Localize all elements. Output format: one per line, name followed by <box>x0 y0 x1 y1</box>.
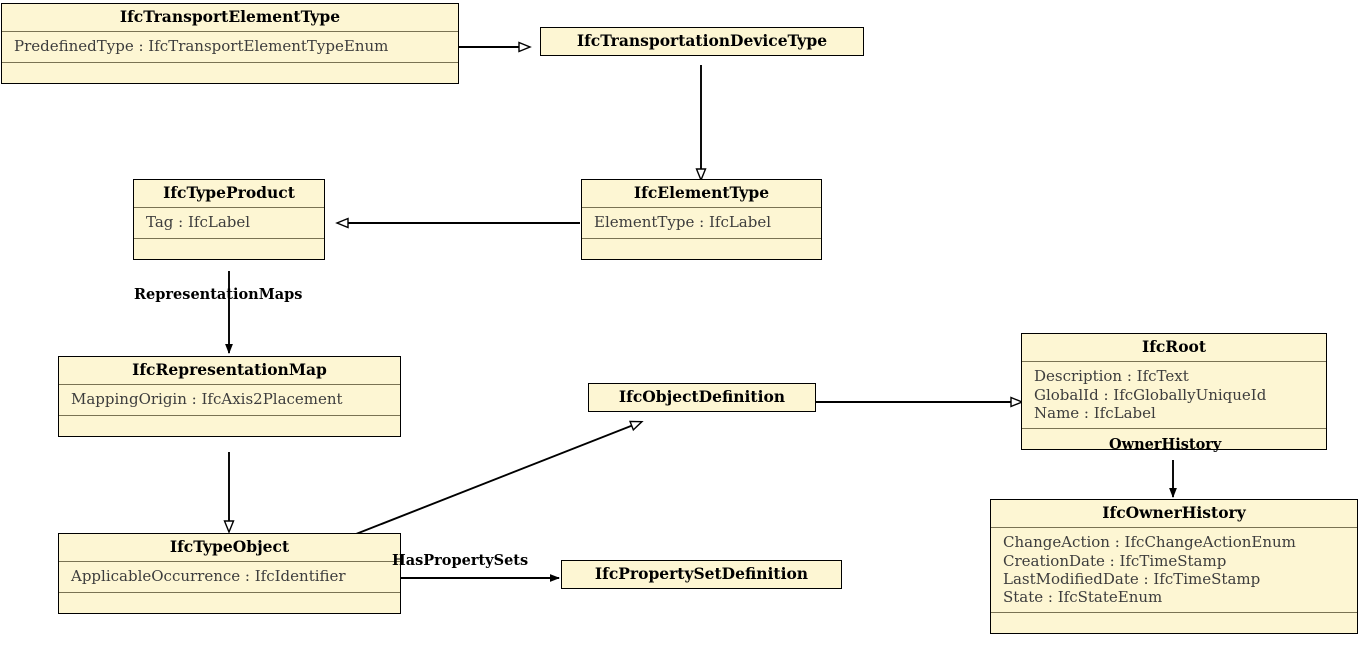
class-attributes-ifcelementtype: ElementType : IfcLabel <box>582 208 821 237</box>
compartment-separator <box>1022 361 1326 363</box>
compartment-separator <box>991 527 1357 529</box>
attribute-row: State : IfcStateEnum <box>1003 588 1163 607</box>
edge-label-representationmaps: RepresentationMaps <box>134 286 303 303</box>
attribute-row: ElementType : IfcLabel <box>594 213 772 232</box>
attribute-row: MappingOrigin : IfcAxis2Placement <box>71 390 343 409</box>
attribute-row: Tag : IfcLabel <box>146 213 251 232</box>
attribute-row: Description : IfcText <box>1034 367 1189 386</box>
class-box-ifctransportelementtype[interactable]: IfcTransportElementType PredefinedType :… <box>1 3 459 84</box>
class-name-ifcownerhistory: IfcOwnerHistory <box>1102 503 1246 522</box>
compartment-separator <box>582 237 821 239</box>
class-operations-ifctransportelementtype <box>2 63 458 83</box>
compartment-separator <box>1022 428 1326 430</box>
compartment-separator <box>991 612 1357 614</box>
edge-typeobject-to-objectdefinition <box>355 422 641 535</box>
class-box-ifcobjectdefinition[interactable]: IfcObjectDefinition <box>588 383 816 413</box>
class-name-ifcelementtype: IfcElementType <box>633 183 770 202</box>
class-box-ifctypeobject[interactable]: IfcTypeObject ApplicableOccurrence : Ifc… <box>58 533 401 614</box>
compartment-separator <box>582 207 821 209</box>
class-attributes-ifcroot: Description : IfcText GlobalId : IfcGlob… <box>1022 362 1326 428</box>
class-operations-ifcrepresentationmap <box>59 416 400 436</box>
class-attributes-ifctypeobject: ApplicableOccurrence : IfcIdentifier <box>59 562 400 591</box>
class-name-ifctypeobject: IfcTypeObject <box>169 537 290 556</box>
edge-label-ownerhistory: OwnerHistory <box>1109 436 1222 453</box>
compartment-separator <box>2 31 458 33</box>
compartment-separator <box>2 61 458 63</box>
class-name-ifctypeproduct: IfcTypeProduct <box>163 183 295 202</box>
class-operations-ifcelementtype <box>582 239 821 259</box>
class-operations-ifctypeobject <box>59 593 400 613</box>
class-operations-ifcownerhistory <box>991 613 1357 633</box>
class-attributes-ifcownerhistory: ChangeAction : IfcChangeActionEnum Creat… <box>991 528 1357 612</box>
compartment-separator <box>59 384 400 386</box>
class-name-ifcroot: IfcRoot <box>1141 337 1207 356</box>
class-box-ifctransportationdevicetype[interactable]: IfcTransportationDeviceType <box>540 27 864 57</box>
attribute-row: ApplicableOccurrence : IfcIdentifier <box>71 567 346 586</box>
attribute-row: PredefinedType : IfcTransportElementType… <box>14 37 389 56</box>
class-name-ifcpropertysetdefinition: IfcPropertySetDefinition <box>594 564 809 583</box>
class-attributes-ifcrepresentationmap: MappingOrigin : IfcAxis2Placement <box>59 385 400 414</box>
attribute-row: GlobalId : IfcGloballyUniqueId <box>1034 385 1267 404</box>
attribute-row: CreationDate : IfcTimeStamp <box>1003 551 1227 570</box>
edge-label-haspropertysets: HasPropertySets <box>392 552 529 569</box>
class-attributes-ifctransportelementtype: PredefinedType : IfcTransportElementType… <box>2 32 458 61</box>
attribute-row: ChangeAction : IfcChangeActionEnum <box>1003 533 1296 552</box>
class-box-ifctypeproduct[interactable]: IfcTypeProduct Tag : IfcLabel <box>133 179 325 260</box>
class-name-ifctransportelementtype: IfcTransportElementType <box>119 7 341 26</box>
compartment-separator <box>134 207 324 209</box>
attribute-row: Name : IfcLabel <box>1034 403 1156 422</box>
compartment-separator <box>59 591 400 593</box>
class-box-ifcownerhistory[interactable]: IfcOwnerHistory ChangeAction : IfcChange… <box>990 499 1358 635</box>
class-name-ifcobjectdefinition: IfcObjectDefinition <box>618 387 786 406</box>
class-name-ifctransportationdevicetype: IfcTransportationDeviceType <box>576 31 828 50</box>
class-box-ifcelementtype[interactable]: IfcElementType ElementType : IfcLabel <box>581 179 822 260</box>
class-box-ifcrepresentationmap[interactable]: IfcRepresentationMap MappingOrigin : Ifc… <box>58 356 401 437</box>
class-box-ifcpropertysetdefinition[interactable]: IfcPropertySetDefinition <box>561 560 842 590</box>
class-name-ifcrepresentationmap: IfcRepresentationMap <box>132 360 327 379</box>
compartment-separator <box>59 414 400 416</box>
class-operations-ifctypeproduct <box>134 239 324 259</box>
class-attributes-ifctypeproduct: Tag : IfcLabel <box>134 208 324 237</box>
attribute-row: LastModifiedDate : IfcTimeStamp <box>1003 569 1261 588</box>
class-box-ifcroot[interactable]: IfcRoot Description : IfcText GlobalId :… <box>1021 333 1327 451</box>
compartment-separator <box>134 237 324 239</box>
compartment-separator <box>59 561 400 563</box>
